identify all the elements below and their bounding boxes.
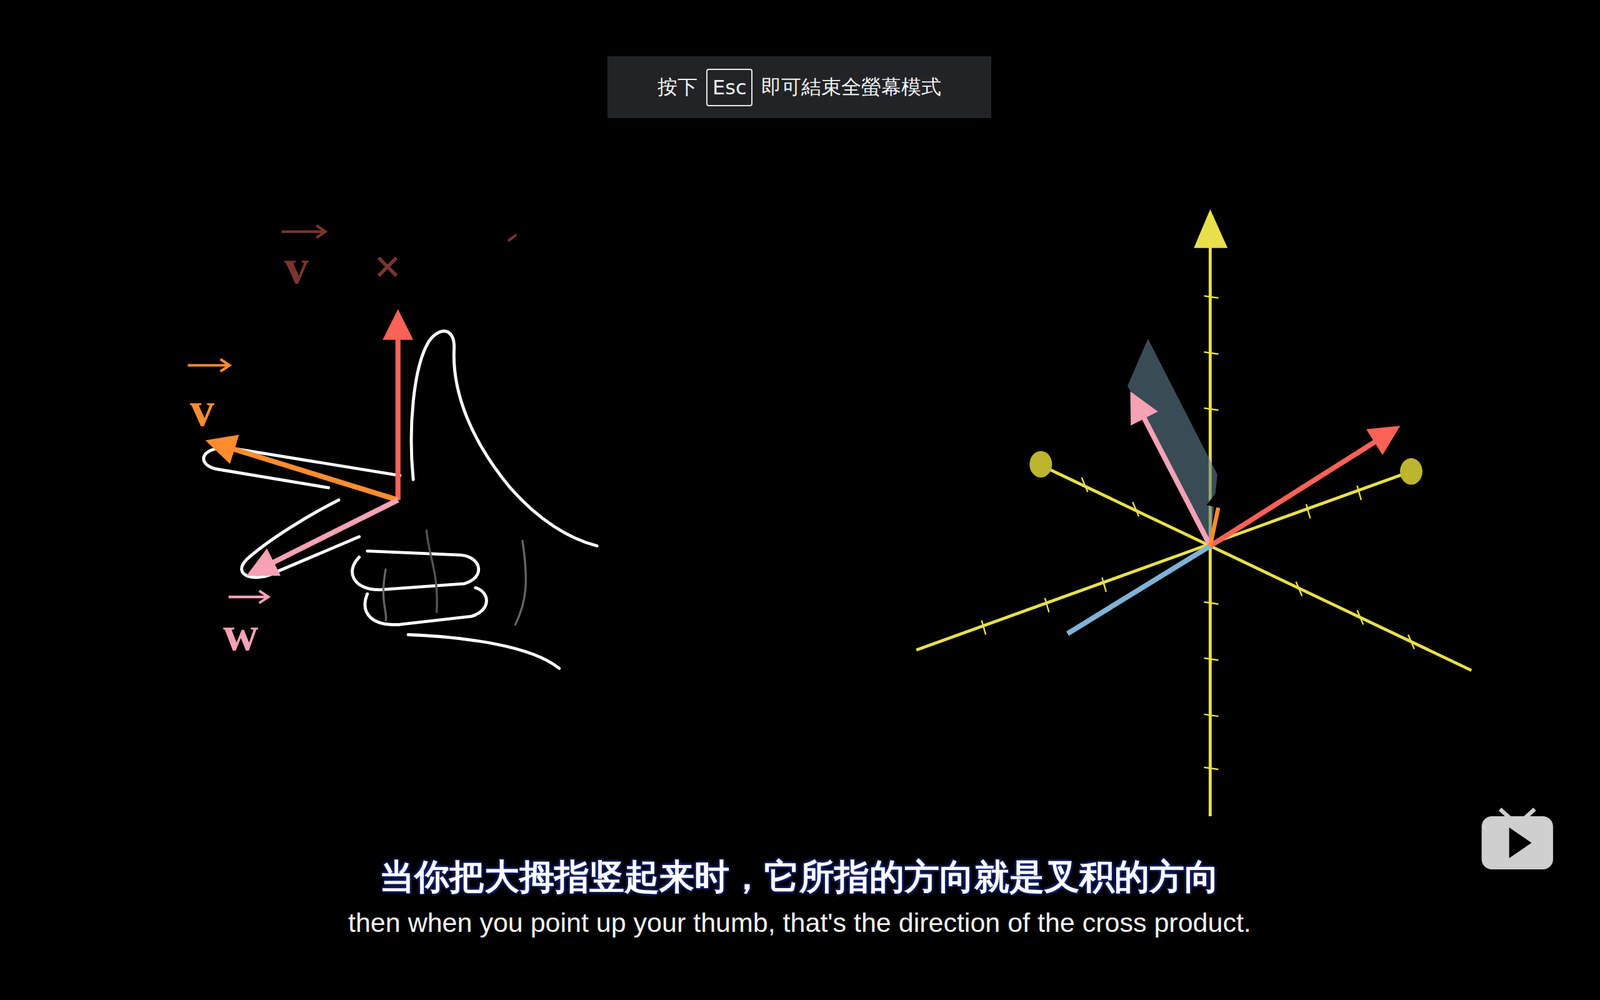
hint-text: 按下: [657, 73, 698, 102]
hint-text: 即可結束全螢幕模式: [761, 73, 942, 102]
subtitle: 当你把大拇指竖起来时，它所指的方向就是叉积的方向: [379, 859, 1220, 895]
axes-3d: [916, 240, 1472, 817]
key-box: Esc: [706, 68, 753, 107]
vector-label: w: [223, 609, 259, 659]
hint-bar: 按下 Esc 即可結束全螢幕模式: [607, 56, 992, 119]
tv-icon: [1481, 809, 1554, 870]
vector-label: v: [190, 385, 215, 434]
w-vector: [251, 500, 399, 574]
operator-label: ×: [373, 242, 402, 292]
cross-vector: [395, 314, 401, 500]
key-label: Esc: [712, 75, 747, 100]
v-vector: [210, 441, 398, 500]
parallelogram: [1127, 338, 1218, 546]
vector-arrows: [187, 225, 517, 604]
vector-label: v: [284, 242, 309, 292]
subtitle: then when you point up your thumb, that'…: [348, 909, 1252, 937]
